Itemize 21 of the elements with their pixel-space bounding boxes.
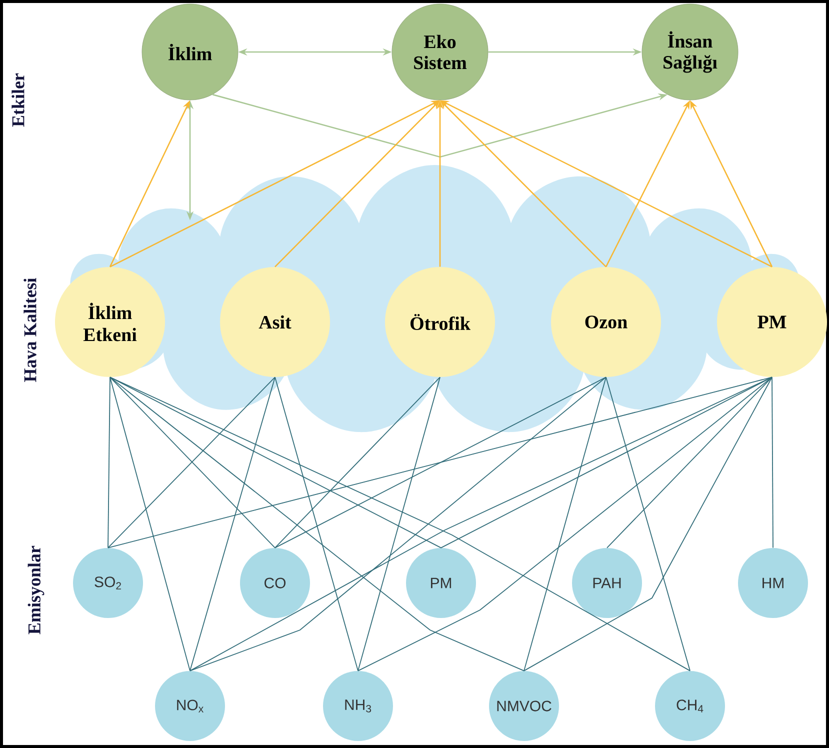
connector-line (358, 376, 772, 672)
connector-line (190, 376, 606, 672)
connector-line (606, 376, 772, 548)
connector-line (108, 376, 772, 548)
section-label: Hava Kalitesi (24, 278, 36, 382)
connector-line (110, 376, 524, 672)
connector-line (274, 376, 358, 672)
connector-line (524, 376, 772, 672)
connector-line (524, 376, 606, 672)
connector-line (190, 376, 772, 672)
section-label: Etkiler (12, 73, 24, 127)
connector-line (274, 376, 440, 548)
connector-line (190, 376, 276, 672)
section-label: Emisyonlar (28, 546, 44, 634)
connector-line (110, 376, 690, 672)
connector-line (108, 376, 110, 548)
connector-line (772, 376, 774, 548)
connector-line (606, 376, 690, 672)
connector-line (358, 376, 440, 672)
connector-line (274, 376, 606, 548)
connector-line (110, 376, 190, 672)
